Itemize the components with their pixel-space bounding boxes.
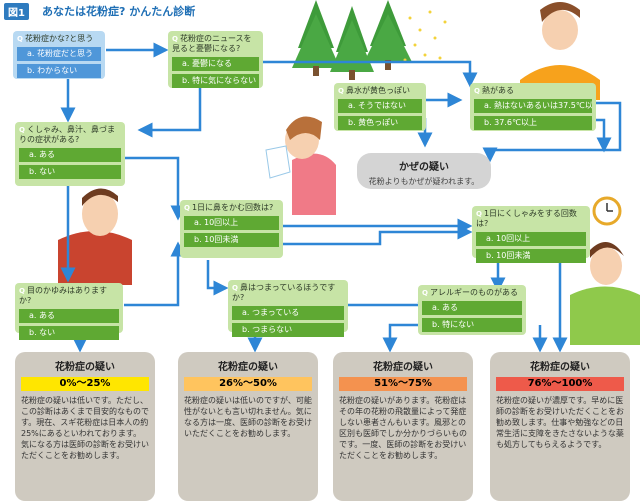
result-panel-3: 花粉症の疑い 51%〜75% 花粉症の疑いがあります。花粉症はその年の花粉の飛散… (333, 352, 473, 501)
q-mark: Q (19, 126, 25, 134)
q-mark: Q (184, 204, 190, 212)
q8-option-a[interactable]: a. ある (19, 309, 119, 323)
cold-text: 花粉よりもかぜが疑われます。 (368, 177, 480, 186)
result-4-range: 76%〜100% (496, 377, 624, 391)
q5-text: くしゃみ、鼻汁、鼻づま りの症状がある? (19, 125, 115, 144)
result-2-text: 花粉症の疑いは低いのですが、可能性がないとも言い切れません。気になる方は一度、医… (184, 396, 312, 438)
q-mark: Q (172, 35, 178, 43)
man-illustration (58, 188, 132, 285)
q6-option-a[interactable]: a. 10回以上 (184, 216, 279, 230)
result-3-range: 51%〜75% (339, 377, 467, 391)
cedar-trees-illustration (292, 0, 447, 80)
diagram-title: あなたは花粉症? かんたん診断 (42, 5, 196, 18)
q7-option-a[interactable]: a. 10回以上 (476, 232, 586, 246)
q6-text: 1日に鼻をかむ回数は? (191, 203, 274, 212)
q-mark: Q (17, 35, 23, 43)
clock-icon (592, 196, 622, 226)
result-2-title: 花粉症の疑い (218, 362, 278, 373)
q4-option-a[interactable]: a. 熱はないあるいは37.5℃以下 (474, 99, 592, 113)
q-mark: Q (232, 284, 238, 292)
result-2-range: 26%〜50% (184, 377, 312, 391)
result-1-range: 0%〜25% (21, 377, 149, 391)
q1-option-a[interactable]: a. 花粉症だと思う (17, 47, 101, 61)
figure-badge: 図1 (4, 3, 29, 20)
q-mark: Q (19, 287, 25, 295)
q-mark: Q (474, 87, 480, 95)
q10-option-a[interactable]: a. ある (422, 301, 522, 315)
cold-title: かぜの疑い (399, 162, 449, 173)
q9-option-b[interactable]: b. つまらない (232, 323, 344, 337)
result-3-text: 花粉症の疑いがあります。花粉症はその年の花粉の飛散量によって発症しない患者さんも… (339, 396, 467, 460)
q8-option-b[interactable]: b. ない (19, 326, 119, 340)
q3-text: 鼻水が黄色っぽい (345, 86, 410, 95)
q-mark: Q (476, 210, 482, 218)
q9-option-a[interactable]: a. つまっている (232, 306, 344, 320)
q2-option-a[interactable]: a. 憂鬱になる (172, 57, 259, 71)
result-panel-2: 花粉症の疑い 26%〜50% 花粉症の疑いは低いのですが、可能性がないとも言い切… (178, 352, 318, 501)
q2-text: 花粉症のニュースを 見ると憂鬱になる? (172, 34, 252, 53)
title-bar: 図1 あなたは花粉症? かんたん診断 (0, 0, 640, 20)
q3-option-a[interactable]: a. そうではない (338, 99, 422, 113)
q-mark: Q (338, 87, 344, 95)
result-4-title: 花粉症の疑い (530, 362, 590, 373)
q7-option-b[interactable]: b. 10回未満 (476, 249, 586, 263)
q5-option-a[interactable]: a. ある (19, 148, 121, 162)
q10-option-b[interactable]: b. 特にない (422, 318, 522, 332)
result-1-text: 花粉症の疑いは低いです。ただし、この診断はあくまで目安的なものです。現在、スギ花… (21, 396, 149, 460)
woman-sneezing-illustration (265, 116, 336, 215)
q5-option-b[interactable]: b. ない (19, 165, 121, 179)
cold-suspicion-box: かぜの疑い 花粉よりもかぜが疑われます。 (357, 153, 491, 189)
q-mark: Q (422, 289, 428, 297)
result-3-title: 花粉症の疑い (373, 362, 433, 373)
q1-text: 花粉症かな?と思う (24, 34, 94, 43)
result-panel-4: 花粉症の疑い 76%〜100% 花粉症の疑いが濃厚です。早めに医師の診断をお受け… (490, 352, 630, 501)
result-1-title: 花粉症の疑い (55, 362, 115, 373)
q8-text: 目のかゆみはありますか? (19, 286, 107, 305)
q10-text: アレルギーのものがある (429, 288, 518, 297)
q4-text: 熱がある (481, 86, 514, 95)
q3-option-b[interactable]: b. 黄色っぽい (338, 116, 422, 130)
q9-text: 鼻はつまっているほうですか? (232, 283, 336, 302)
result-4-text: 花粉症の疑いが濃厚です。早めに医師の診断をお受けいただくことをお勧め致します。仕… (496, 396, 624, 449)
q2-option-b[interactable]: b. 特に気にならない (172, 74, 259, 88)
q1-option-b[interactable]: b. わからない (17, 64, 101, 78)
woman-illustration-bottom-right (570, 242, 640, 345)
q4-option-b[interactable]: b. 37.6℃以上 (474, 116, 592, 130)
result-panel-1: 花粉症の疑い 0%〜25% 花粉症の疑いは低いです。ただし、この診断はあくまで目… (15, 352, 155, 501)
q6-option-b[interactable]: b. 10回未満 (184, 233, 279, 247)
q7-text: 1日にくしゃみをする回数は? (476, 209, 577, 228)
